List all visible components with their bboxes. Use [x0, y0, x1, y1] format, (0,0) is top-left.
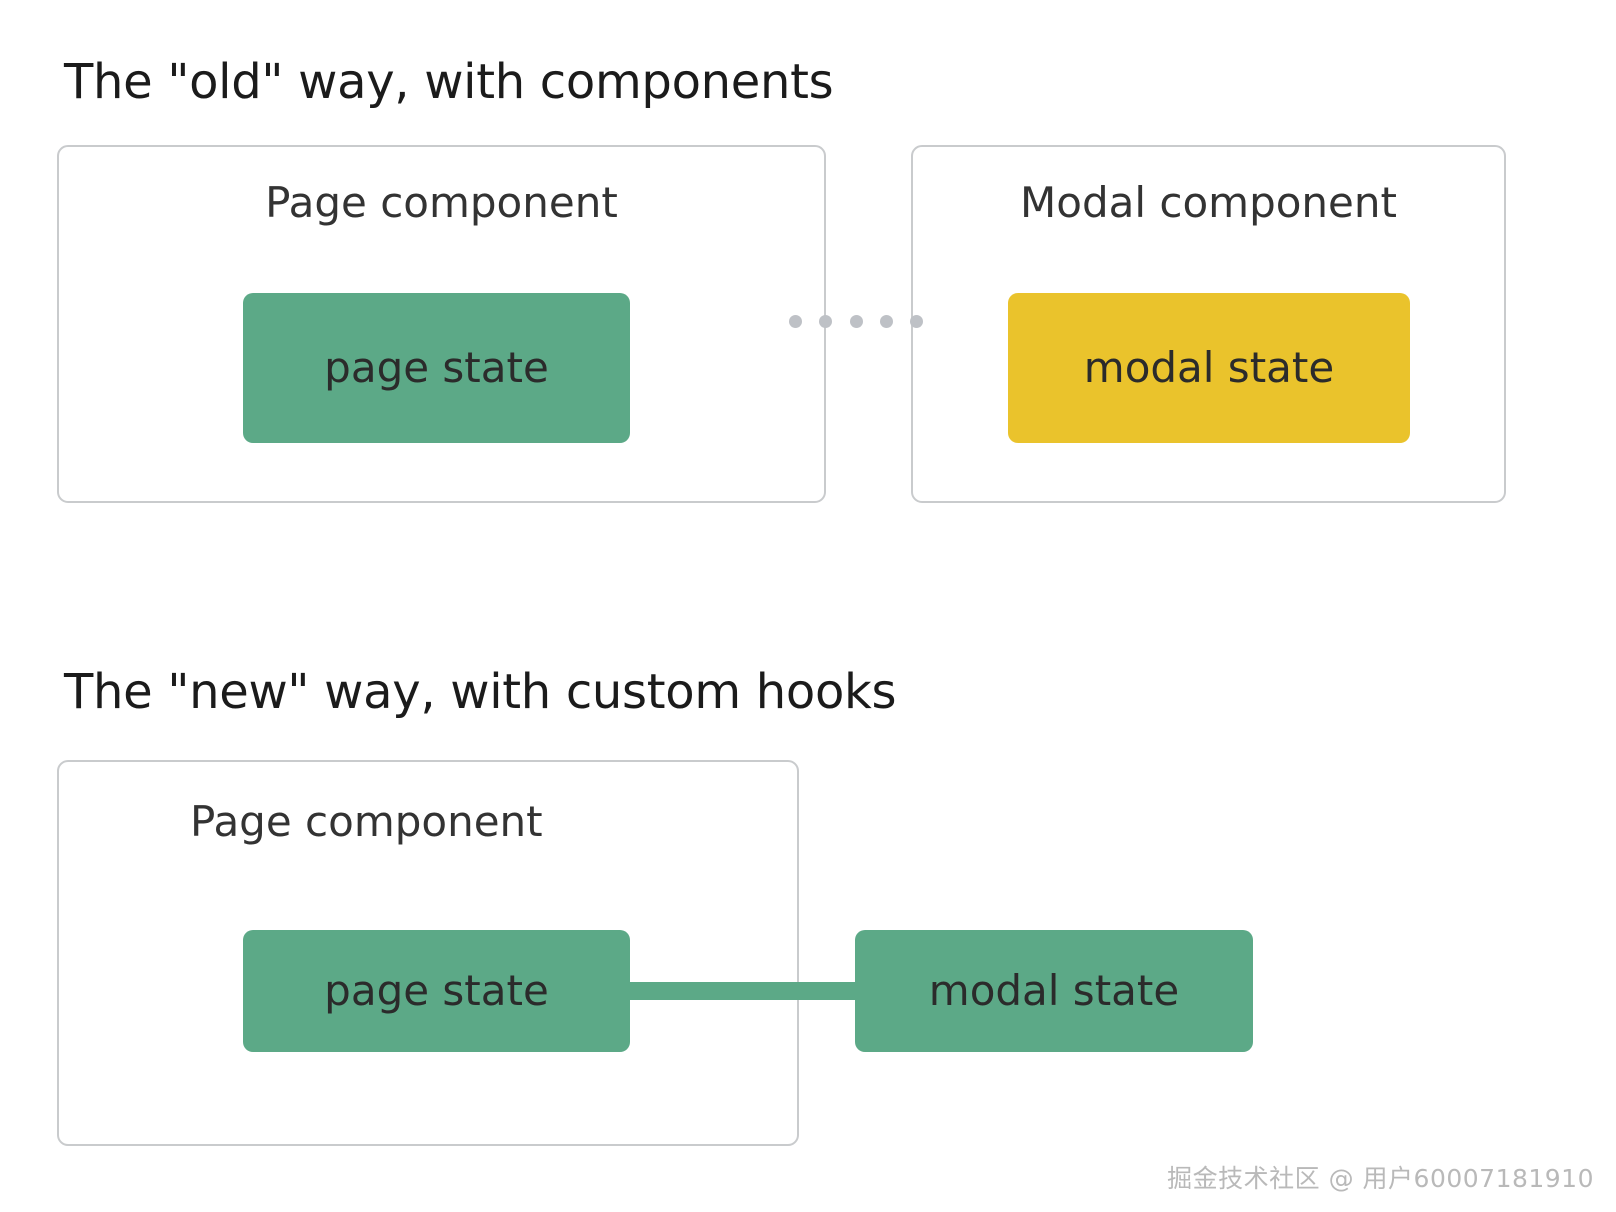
connector-dot-icon: [789, 314, 802, 328]
section-title-new-way: The "new" way, with custom hooks: [64, 664, 897, 720]
container-label-page-component-old: Page component: [265, 178, 618, 227]
section-title-old-way: The "old" way, with components: [64, 54, 834, 110]
state-chip-modal-state-new: modal state: [855, 930, 1253, 1052]
connector-dot-icon: [849, 314, 863, 328]
watermark-text: 掘金技术社区 @ 用户60007181910: [1167, 1164, 1594, 1193]
state-chip-page-state-new: page state: [243, 930, 630, 1052]
connector-dot-icon: [910, 314, 923, 328]
container-label-modal-component-old: Modal component: [1020, 178, 1397, 227]
state-chip-modal-state-old: modal state: [1008, 293, 1410, 443]
state-chip-page-state-old: page state: [243, 293, 630, 443]
connector-dotted-old-way: [789, 314, 923, 328]
connector-dot-icon: [879, 314, 893, 328]
connector-solid-new-way: [608, 982, 866, 1000]
connector-dot-icon: [819, 314, 833, 328]
container-page-component-old: Page component: [57, 145, 826, 503]
container-label-page-component-new: Page component: [190, 797, 543, 846]
